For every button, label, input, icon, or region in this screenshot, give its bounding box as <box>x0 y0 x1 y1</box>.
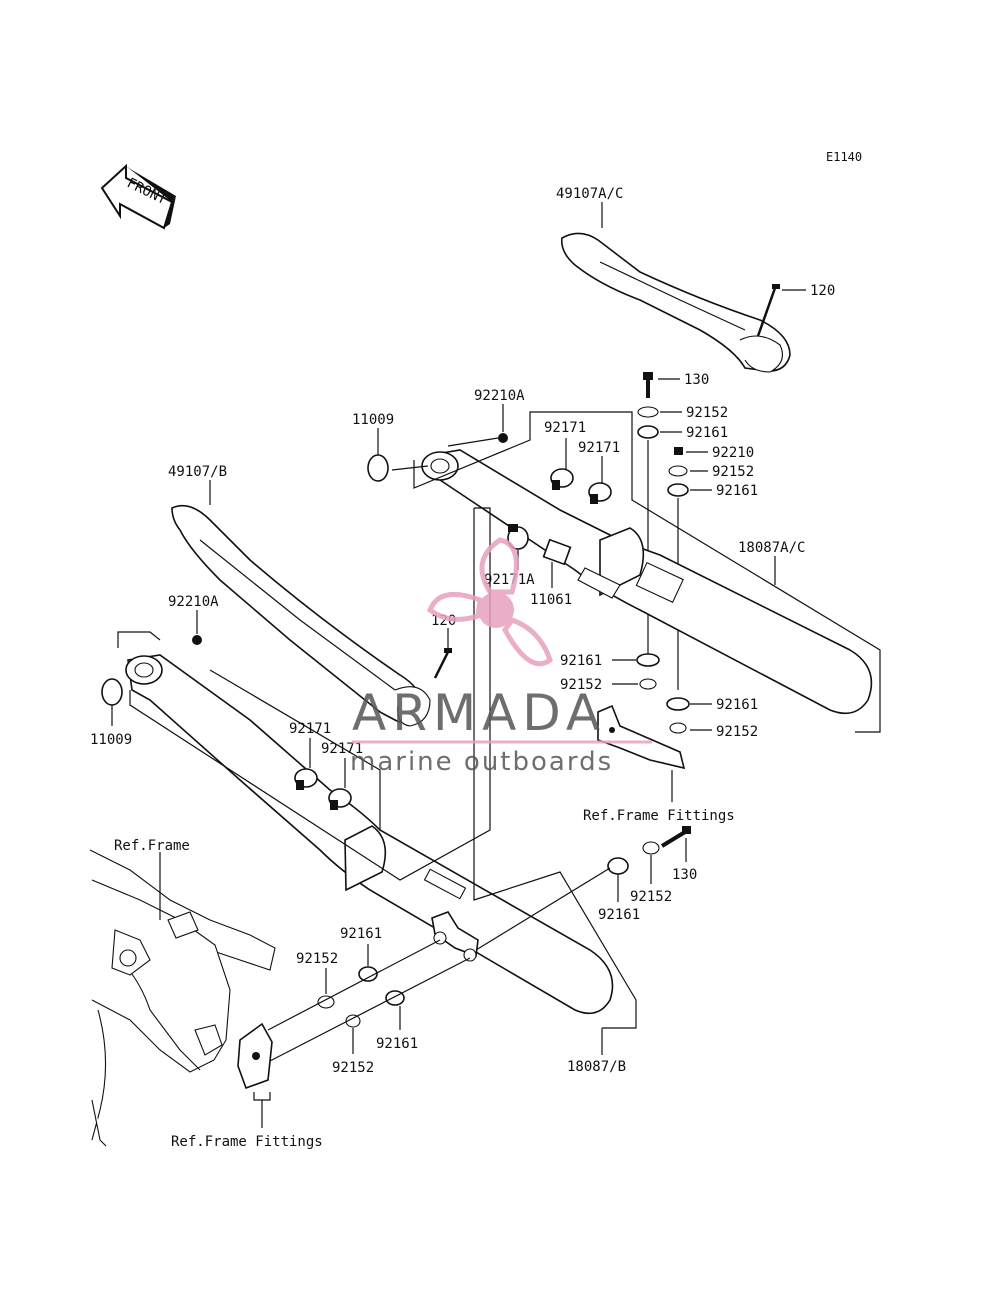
bolt-icon <box>643 372 653 398</box>
frame-sketch <box>89 849 276 1147</box>
heat-cover-upper <box>560 232 791 373</box>
label-grommet-b: 92161 <box>716 483 758 499</box>
label-washer-e: 92152 <box>630 889 672 905</box>
bolt-icon <box>660 826 691 848</box>
armada-watermark: ARMADA marine outboards <box>350 537 652 777</box>
nut-icon <box>674 447 683 455</box>
screw-icon <box>756 284 780 337</box>
washer-icon <box>642 841 660 855</box>
clamp-icon <box>588 482 612 504</box>
label-cover-b: 49107/B <box>168 464 227 480</box>
grommet-icon <box>667 483 689 497</box>
label-clamp-b2: 92171 <box>321 741 363 757</box>
label-ref-frame: Ref.Frame <box>114 838 190 854</box>
label-grommet-e: 92161 <box>598 907 640 923</box>
grommet-icon <box>607 857 629 875</box>
label-clamp-a3: 92171A <box>484 572 535 588</box>
label-muffler-ac: 18087A/C <box>738 540 805 556</box>
clamp-icon <box>550 468 574 490</box>
label-grommet-d: 92161 <box>716 697 758 713</box>
clamp-icon <box>328 788 352 810</box>
washer-icon <box>669 722 687 734</box>
washer-icon <box>345 1014 361 1028</box>
label-cover-ac: 49107A/C <box>556 186 623 202</box>
propeller-logo-icon <box>426 537 553 667</box>
grommet-icon <box>637 425 659 439</box>
label-ref-frame-fittings-right: Ref.Frame Fittings <box>583 808 735 824</box>
label-clamp-a2: 92171 <box>578 440 620 456</box>
label-gasket-top: 11009 <box>352 412 394 428</box>
washer-icon <box>317 995 335 1009</box>
gasket-icon <box>101 678 123 706</box>
clamp-icon <box>294 768 318 790</box>
label-nut-bottom: 92210A <box>168 594 219 610</box>
label-washer-f: 92152 <box>296 951 338 967</box>
bracket-lower <box>431 911 479 962</box>
label-muffler-b: 18087/B <box>567 1059 626 1075</box>
muffler-upper <box>421 449 873 715</box>
watermark-brand: ARMADA <box>352 684 606 742</box>
label-grommet-a: 92161 <box>686 425 728 441</box>
grommet-icon <box>358 966 378 982</box>
grommet-icon <box>666 697 690 711</box>
label-nut-small: 92210 <box>712 445 754 461</box>
screw-icon <box>433 648 452 679</box>
label-gasket-bottom: 11009 <box>90 732 132 748</box>
label-clamp-b1: 92171 <box>289 721 331 737</box>
gasket-icon <box>367 454 389 482</box>
clamp-icon <box>507 524 529 550</box>
nut-icon <box>498 433 508 443</box>
grommet-icon <box>636 653 660 667</box>
washer-icon <box>668 465 688 477</box>
label-washer-c: 92152 <box>560 677 602 693</box>
label-washer-d: 92152 <box>716 724 758 740</box>
label-grommet-g: 92161 <box>376 1036 418 1052</box>
label-washer-b: 92152 <box>712 464 754 480</box>
label-ref-frame-fittings-bottom: Ref.Frame Fittings <box>171 1134 323 1150</box>
heat-cover-lower <box>171 504 431 727</box>
washer-icon <box>637 406 659 418</box>
label-grommet-c: 92161 <box>560 653 602 669</box>
collar-icon <box>542 538 572 566</box>
label-clamp-a1: 92171 <box>544 420 586 436</box>
nut-icon <box>192 635 202 645</box>
label-washer-g: 92152 <box>332 1060 374 1076</box>
label-bolt-bottom: 130 <box>672 867 697 883</box>
label-washer-a: 92152 <box>686 405 728 421</box>
label-grommet-f: 92161 <box>340 926 382 942</box>
watermark-tagline: marine outboards <box>350 747 613 777</box>
label-screw-top: 120 <box>810 283 835 299</box>
diagram-code: E1140 <box>826 150 862 164</box>
washer-icon <box>639 678 657 690</box>
front-arrow-icon: FRONT <box>100 163 176 230</box>
label-nut-top: 92210A <box>474 388 525 404</box>
frame-fitting-bottom <box>237 1022 273 1090</box>
label-collar: 11061 <box>530 592 572 608</box>
label-bolt-top: 130 <box>684 372 709 388</box>
